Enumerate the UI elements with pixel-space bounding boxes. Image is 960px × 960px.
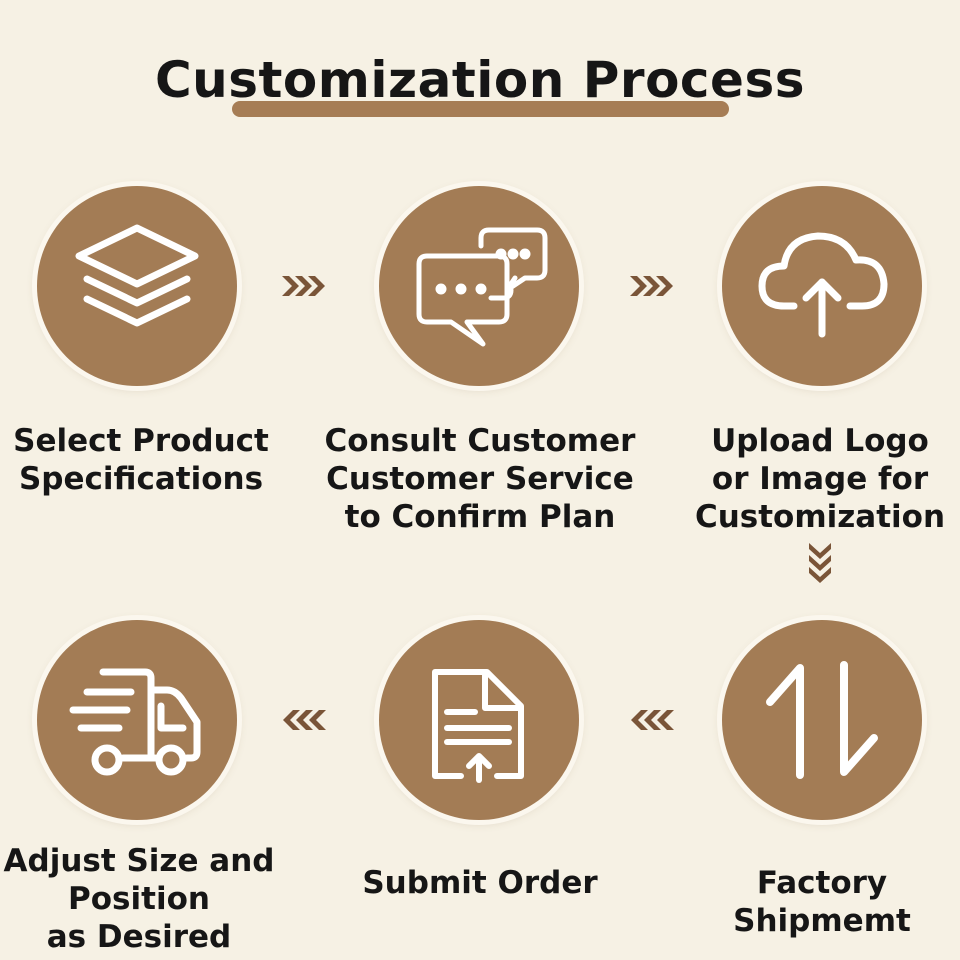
step-6-circle (37, 620, 237, 820)
chat-bubbles-icon (416, 227, 548, 347)
step-6-label: Adjust Size and Position as Desired (3, 843, 275, 955)
cloud-upload-icon (758, 232, 888, 338)
step-4-circle (722, 620, 922, 820)
step-1-label: Select Product Specifications (13, 423, 269, 497)
step-1-circle (37, 186, 237, 386)
arrow-right-icon (282, 276, 325, 296)
step-2-label: Consult Customer Customer Service to Con… (324, 423, 636, 535)
up-down-arrows-icon (766, 661, 878, 779)
arrow-right-icon (630, 276, 673, 296)
delivery-truck-icon (69, 668, 201, 776)
step-4-label: Factory Shipmemt (733, 865, 911, 939)
step-2-circle (379, 186, 579, 386)
step-5-circle (379, 620, 579, 820)
step-3-label: Upload Logo or Image for Customization (694, 423, 946, 535)
page-title: Customization Process (154, 51, 805, 109)
arrow-down-icon (809, 543, 831, 583)
step-3-circle (722, 186, 922, 386)
document-upload-icon (432, 669, 524, 783)
step-5-label: Submit Order (362, 865, 598, 901)
arrow-left-icon (283, 710, 326, 730)
layers-icon (75, 224, 199, 327)
arrow-left-icon (631, 710, 674, 730)
title-underline (232, 101, 729, 117)
